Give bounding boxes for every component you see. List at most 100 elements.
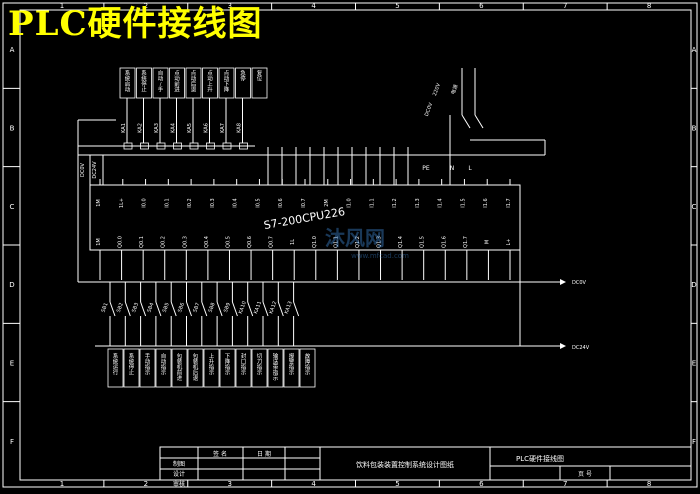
output-switch (124, 301, 131, 317)
top-function-box (251, 67, 268, 99)
bottom-function-box (251, 348, 268, 388)
plc-output-terminal: Q0.0 (118, 236, 124, 248)
row-label: C (692, 203, 697, 211)
column-label: 7 (563, 2, 567, 10)
svg-text:启: 启 (125, 80, 131, 88)
bottom-function-box (267, 348, 284, 388)
svg-text:示: 示 (209, 370, 215, 377)
svg-text:系: 系 (113, 352, 119, 360)
svg-text:停: 停 (240, 75, 246, 83)
relay-label: KA5 (187, 123, 193, 133)
output-switch (186, 301, 192, 317)
plc-output-terminal: Q0.2 (161, 236, 167, 248)
row-label: F (10, 438, 14, 446)
page-title: PLC硬件接线图 (8, 4, 263, 44)
svg-text:升: 升 (207, 86, 213, 94)
dc-rail-label: DC0V (80, 162, 86, 177)
svg-text:www.mfcad.com: www.mfcad.com (351, 252, 409, 260)
svg-text:包: 包 (177, 352, 183, 360)
svg-text:动: 动 (207, 76, 213, 83)
svg-text:动: 动 (158, 76, 164, 83)
svg-text:机: 机 (177, 363, 183, 371)
svg-text:系: 系 (125, 69, 131, 77)
switch-label: SB3 (131, 302, 140, 313)
title-header: 日 期 (257, 450, 271, 458)
bottom-function-box (123, 348, 140, 388)
output-switch (231, 301, 238, 317)
bottom-function-box (219, 348, 236, 388)
switch-label: SB9 (223, 302, 232, 313)
plc-input-terminal: I1.5 (460, 198, 466, 207)
plc-input-terminal: I0.3 (210, 198, 216, 207)
switch-label: SB1 (101, 302, 110, 313)
plc-input-terminal: I0.0 (142, 198, 148, 207)
svg-text:点: 点 (224, 70, 230, 77)
svg-text:刀: 刀 (257, 359, 263, 366)
output-switch (140, 301, 147, 317)
plc-input-terminal: I1.2 (392, 198, 398, 207)
svg-text:示: 示 (273, 375, 279, 382)
arrow-marker (560, 343, 566, 349)
svg-text:退: 退 (193, 374, 199, 382)
ac-line-label: L (468, 165, 472, 172)
row-label: D (691, 281, 696, 289)
column-label: 1 (60, 2, 64, 10)
row-label: E (10, 360, 14, 368)
row-label: B (10, 125, 15, 133)
svg-text:统: 统 (129, 358, 135, 366)
svg-text:示: 示 (257, 370, 263, 377)
switch-label: KA12 (268, 301, 278, 315)
switch-label: KA10 (238, 301, 248, 315)
svg-text:统: 统 (141, 75, 147, 83)
bottom-function-box (155, 348, 172, 388)
top-function-label: 复位 (257, 69, 263, 83)
svg-text:进: 进 (177, 374, 183, 382)
switch-label: SB5 (162, 302, 171, 313)
output-switch (293, 301, 300, 317)
svg-text:机: 机 (193, 363, 199, 371)
svg-text:动: 动 (161, 359, 167, 366)
dc-rail-label: DC24V (92, 161, 98, 179)
plc-input-terminal: 1M (96, 199, 102, 207)
title-role: 审核 (173, 480, 185, 488)
svg-text:动: 动 (145, 359, 151, 366)
column-label: 3 (227, 480, 231, 488)
svg-text:行: 行 (113, 369, 119, 377)
plc-output-terminal: Q1.5 (420, 236, 426, 248)
svg-text:统: 统 (113, 358, 119, 366)
top-function-label: 自动/手 (158, 69, 164, 94)
title-header: 签 名 (213, 450, 227, 458)
switch-label: KA11 (253, 301, 263, 315)
svg-text:示: 示 (241, 370, 247, 377)
column-label: 2 (144, 480, 148, 488)
svg-text:指: 指 (225, 363, 231, 371)
plc-output-terminal: Q0.6 (247, 236, 253, 248)
plc-output-terminal: 1M (96, 238, 102, 246)
svg-text:自: 自 (158, 69, 164, 77)
svg-text:停: 停 (129, 363, 135, 371)
bottom-function-box (139, 348, 156, 388)
svg-text:指: 指 (145, 363, 151, 371)
dc-label: DC0V (424, 102, 435, 118)
svg-text:报: 报 (289, 352, 295, 360)
plc-input-terminal: 1L+ (119, 198, 125, 208)
row-label: F (692, 438, 696, 446)
ac-switch (461, 114, 471, 129)
bottom-function-box (187, 348, 204, 388)
svg-text:后: 后 (191, 80, 197, 88)
column-label: 8 (647, 480, 651, 488)
svg-text:后: 后 (193, 369, 199, 377)
plc-output-terminal: Q1.1 (333, 236, 339, 248)
svg-text:示: 示 (161, 370, 167, 377)
svg-text:指: 指 (257, 363, 263, 371)
ac-switch (474, 114, 484, 129)
bottom-function-box (235, 348, 252, 388)
svg-text:统: 统 (125, 75, 131, 83)
